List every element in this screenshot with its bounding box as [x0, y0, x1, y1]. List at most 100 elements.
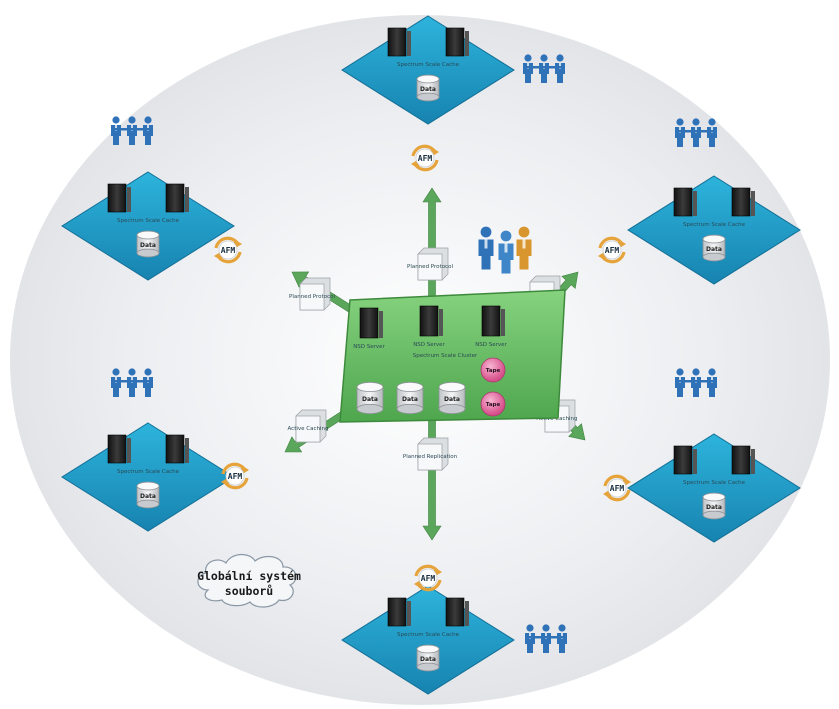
server-body: [731, 445, 751, 475]
server-body: [165, 183, 185, 213]
server-side: [379, 311, 383, 338]
person-body: [498, 243, 514, 274]
person-head: [540, 54, 548, 62]
process-box-face: [417, 253, 443, 281]
server-side: [693, 191, 697, 216]
afm-label: AFM: [228, 472, 243, 481]
person-head: [144, 368, 152, 376]
process-box-label: Planned Protocol: [407, 264, 453, 270]
server-icon: [387, 27, 411, 57]
server-icon: [107, 183, 131, 213]
server-icon: [387, 597, 411, 627]
server-side: [693, 449, 697, 474]
afm-label: AFM: [605, 246, 620, 255]
site-diamond: [627, 175, 801, 285]
server-icon: [165, 183, 189, 213]
database-top: [396, 381, 424, 393]
sync-center: [607, 478, 627, 498]
sync-center: [418, 568, 438, 588]
person-tie: [484, 239, 488, 249]
person-head: [480, 226, 492, 238]
sync-arrows-icon: AFM: [221, 462, 249, 490]
server-icon: [673, 187, 697, 217]
server-side: [407, 601, 411, 626]
server-label: NSD Server: [353, 344, 385, 350]
database-bottom: [396, 403, 424, 415]
database-label: Data: [362, 396, 378, 403]
server-side: [439, 309, 443, 336]
process-box-label: Active Caching: [288, 426, 329, 432]
person-icon: [498, 230, 514, 274]
sync-center: [218, 240, 238, 260]
server-icon: [731, 187, 755, 217]
server-icon: [445, 27, 469, 57]
tape-icon: Tape: [480, 357, 506, 383]
person-body: [516, 239, 532, 270]
person-head: [128, 368, 136, 376]
server-side: [185, 438, 189, 463]
site-label: Spectrum Scale Cache: [683, 222, 746, 228]
sync-arrows-icon: AFM: [214, 236, 242, 264]
sync-arrows-icon: AFM: [603, 474, 631, 502]
person-head: [542, 624, 550, 632]
server-icon: [359, 307, 383, 339]
site-diamond: [341, 15, 515, 125]
database-bottom: [356, 403, 384, 415]
person-icon: [478, 226, 494, 270]
database-bottom: [702, 510, 726, 520]
center-database-icon: Data: [396, 381, 424, 415]
global-filesystem-cloud: Globální systém souborů: [197, 553, 301, 608]
database-bottom: [416, 662, 440, 672]
database-label: Data: [706, 504, 722, 511]
person-body: [478, 239, 494, 270]
database-label: Data: [420, 656, 436, 663]
server-label: NSD Server: [413, 342, 445, 348]
person-tie: [522, 239, 526, 249]
cloud-label-line1: Globální systém: [197, 569, 301, 583]
database-bottom: [438, 403, 466, 415]
site-database-icon: Data: [136, 481, 160, 509]
users-icon: [111, 116, 153, 145]
process-box-label: Planned Protocol: [289, 294, 335, 300]
users-link-bar: [676, 130, 716, 133]
users-icon: [675, 368, 717, 397]
database-label: Data: [706, 246, 722, 253]
server-body: [419, 305, 439, 337]
server-side: [127, 438, 131, 463]
database-label: Data: [140, 242, 156, 249]
server-icon: [419, 305, 443, 337]
process-box-face: [417, 443, 443, 471]
person-icon: [516, 226, 532, 270]
home-cluster-title: Spectrum Scale Cluster: [413, 353, 478, 359]
process-box-face: [295, 415, 321, 443]
site-database-icon: Data: [702, 234, 726, 262]
afm-label: AFM: [418, 154, 433, 163]
server-side: [751, 449, 755, 474]
users-link-bar: [112, 380, 152, 383]
database-label: Data: [420, 86, 436, 93]
afm-label: AFM: [421, 574, 436, 583]
database-top: [416, 74, 440, 84]
database-top: [136, 481, 160, 491]
users-icon: [525, 624, 567, 653]
users-icon: [111, 368, 153, 397]
person-head: [708, 118, 716, 126]
process-box: Planned Protocol: [407, 247, 453, 281]
person-head: [708, 368, 716, 376]
database-label: Data: [444, 396, 460, 403]
afm-label: AFM: [221, 246, 236, 255]
person-head: [524, 54, 532, 62]
server-body: [445, 597, 465, 627]
sync-center: [415, 148, 435, 168]
sync-arrows-icon: AFM: [598, 236, 626, 264]
server-side: [501, 309, 505, 336]
person-head: [144, 116, 152, 124]
person-head: [692, 118, 700, 126]
home-cluster-panel: [339, 289, 566, 423]
server-body: [445, 27, 465, 57]
arrow-shaft: [422, 187, 442, 301]
server-side: [751, 191, 755, 216]
